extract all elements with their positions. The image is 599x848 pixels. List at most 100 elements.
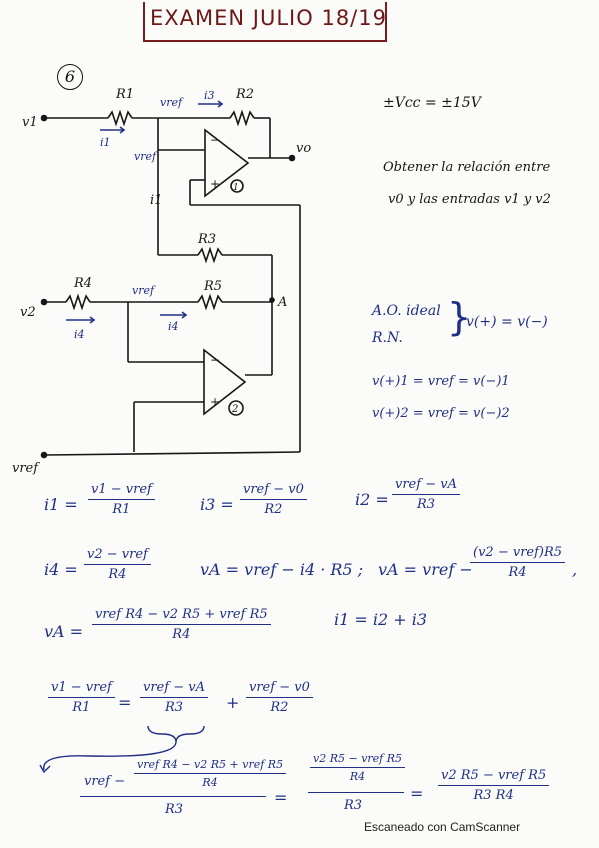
- eq-main-middle-num: vref − vA: [140, 680, 208, 698]
- opamp-1: [204, 128, 250, 198]
- label-opamp2-num: 2: [231, 404, 238, 415]
- eq-kcl: i1 = i2 + i3: [334, 610, 428, 629]
- eq-va-3-den: R4: [172, 627, 191, 642]
- eq-last-equals-2: =: [410, 784, 424, 803]
- eq-i3-lhs: i3 =: [200, 495, 234, 514]
- goal-line-1: Obtener la relación entre: [383, 160, 551, 175]
- eq-i2-frac: vref − vA R3: [392, 477, 460, 512]
- eq-main-right: vref − v0 R2: [246, 680, 313, 715]
- eq-last-a-inner: vref R4 − v2 R5 + vref R5 R4: [134, 758, 287, 789]
- resistor-r1: [107, 109, 133, 127]
- eq-va-3-num: vref R4 − v2 R5 + vref R5: [92, 607, 271, 625]
- label-vref-node1: vref: [160, 96, 184, 109]
- label-opamp1-plus: +: [210, 177, 220, 191]
- eq-last-equals-1: =: [274, 788, 288, 807]
- label-r1: R1: [115, 87, 134, 102]
- eq-va-2-den: R4: [508, 565, 527, 580]
- problem-number: 6: [57, 64, 83, 90]
- eq-i4-num: v2 − vref: [84, 547, 151, 565]
- eq-va-2-tail: ,: [572, 560, 578, 579]
- eq-last-c: v2 R5 − vref R5 R3 R4: [438, 768, 550, 803]
- label-r4: R4: [73, 276, 92, 291]
- eq-i3-den: R2: [264, 502, 283, 517]
- eq-i4-lhs: i4 =: [44, 560, 78, 579]
- label-node-a: A: [277, 295, 287, 310]
- title-box: [143, 2, 387, 42]
- ideal-line-1: A.O. ideal: [372, 303, 441, 319]
- goal-line-2: v0 y las entradas v1 y v2: [388, 192, 551, 207]
- label-i1-branch: i1: [150, 193, 162, 208]
- supply-note: ±Vcc = ±15V: [383, 95, 481, 111]
- label-v2: v2: [20, 305, 36, 320]
- eq-last-b-inner-den: R4: [349, 770, 366, 783]
- eq-i2-den: R3: [416, 497, 435, 512]
- eq-main-equals: =: [118, 693, 132, 712]
- eq-main-right-num: vref − v0: [246, 680, 313, 698]
- circuit-diagram: v1 R1 R2 vo R3 R4 R5 v2 A vref i1 − + − …: [12, 87, 311, 476]
- eq-i4-den: R4: [108, 567, 127, 582]
- label-i3: i3: [204, 89, 215, 102]
- eq-main-left-num: v1 − vref: [48, 680, 115, 698]
- label-i4: i4: [168, 320, 179, 333]
- resistor-r4: [65, 293, 91, 311]
- eq-last-b-den: R3: [344, 798, 363, 813]
- eq-last-c-den: R3 R4: [473, 788, 514, 803]
- label-v1: v1: [22, 115, 38, 130]
- eq-last-a-pre: vref −: [84, 774, 126, 789]
- eq-last-b-bar: [308, 792, 404, 793]
- label-vref: vref: [12, 461, 40, 476]
- label-vref-inv1: vref: [134, 150, 158, 163]
- eq-last-a-bar: [80, 796, 266, 797]
- eq-va-1: vA = vref − i4 · R5 ;: [200, 560, 364, 579]
- scanner-footer: Escaneado con CamScanner: [364, 820, 521, 834]
- eq-last-b-inner-num: v2 R5 − vref R5: [310, 752, 406, 768]
- label-opamp2-plus: +: [210, 395, 220, 409]
- eq-i4-frac: v2 − vref R4: [84, 547, 151, 582]
- eq-va-2-num: (v2 − vref)R5: [470, 545, 566, 563]
- eq-main-middle-den: R3: [164, 700, 183, 715]
- ideal-line-2: R.N.: [372, 330, 403, 346]
- opamp2-equation: v(+)2 = vref = v(−)2: [372, 406, 510, 421]
- eq-i3-frac: vref − v0 R2: [240, 482, 307, 517]
- eq-last-a-inner-den: R4: [202, 776, 218, 789]
- eq-i1-den: R1: [112, 502, 131, 517]
- eq-main-left: v1 − vref R1: [48, 680, 115, 715]
- eq-last-a-den: R3: [165, 802, 184, 817]
- eq-va-2-frac: (v2 − vref)R5 R4: [470, 545, 566, 580]
- eq-main-right-den: R2: [270, 700, 289, 715]
- label-opamp2-minus: −: [210, 353, 220, 367]
- label-r3: R3: [197, 232, 216, 247]
- eq-last-b-inner: v2 R5 − vref R5 R4: [310, 752, 406, 783]
- eq-i1-frac: v1 − vref R1: [88, 482, 155, 517]
- label-i4-left: i4: [74, 328, 85, 341]
- eq-last-a-inner-num: vref R4 − v2 R5 + vref R5: [134, 758, 287, 774]
- eq-i3-num: vref − v0: [240, 482, 307, 500]
- label-i1: i1: [100, 136, 111, 149]
- eq-i2-num: vref − vA: [392, 477, 460, 495]
- eq-i1-num: v1 − vref: [88, 482, 155, 500]
- eq-va-2-lhs: vA = vref −: [378, 560, 473, 579]
- eq-i1-lhs: i1 =: [44, 495, 78, 514]
- brace: }: [447, 295, 472, 339]
- eq-last-c-num: v2 R5 − vref R5: [438, 768, 550, 786]
- eq-main-middle: vref − vA R3: [140, 680, 208, 715]
- label-vref-node2: vref: [132, 284, 156, 297]
- eq-va-3-lhs: vA =: [44, 622, 84, 641]
- label-vo: vo: [296, 141, 311, 156]
- eq-main-plus: +: [226, 693, 240, 712]
- opamp-2: [203, 348, 247, 416]
- eq-va-3-frac: vref R4 − v2 R5 + vref R5 R4: [92, 607, 271, 642]
- label-opamp1-num: 1: [233, 183, 239, 193]
- label-r2: R2: [235, 87, 254, 102]
- ideal-result: v(+) = v(−): [466, 314, 548, 330]
- eq-i2-lhs: i2 =: [355, 490, 389, 509]
- resistor-r3: [197, 246, 223, 264]
- substitution-arrow: [39, 725, 205, 774]
- opamp1-equation: v(+)1 = vref = v(−)1: [372, 374, 510, 389]
- resistor-r2: [229, 109, 255, 127]
- label-opamp1-minus: −: [210, 133, 220, 147]
- page-title: EXAMEN JULIO 18/19: [150, 6, 387, 30]
- resistor-r5: [197, 293, 223, 311]
- label-r5: R5: [203, 279, 222, 294]
